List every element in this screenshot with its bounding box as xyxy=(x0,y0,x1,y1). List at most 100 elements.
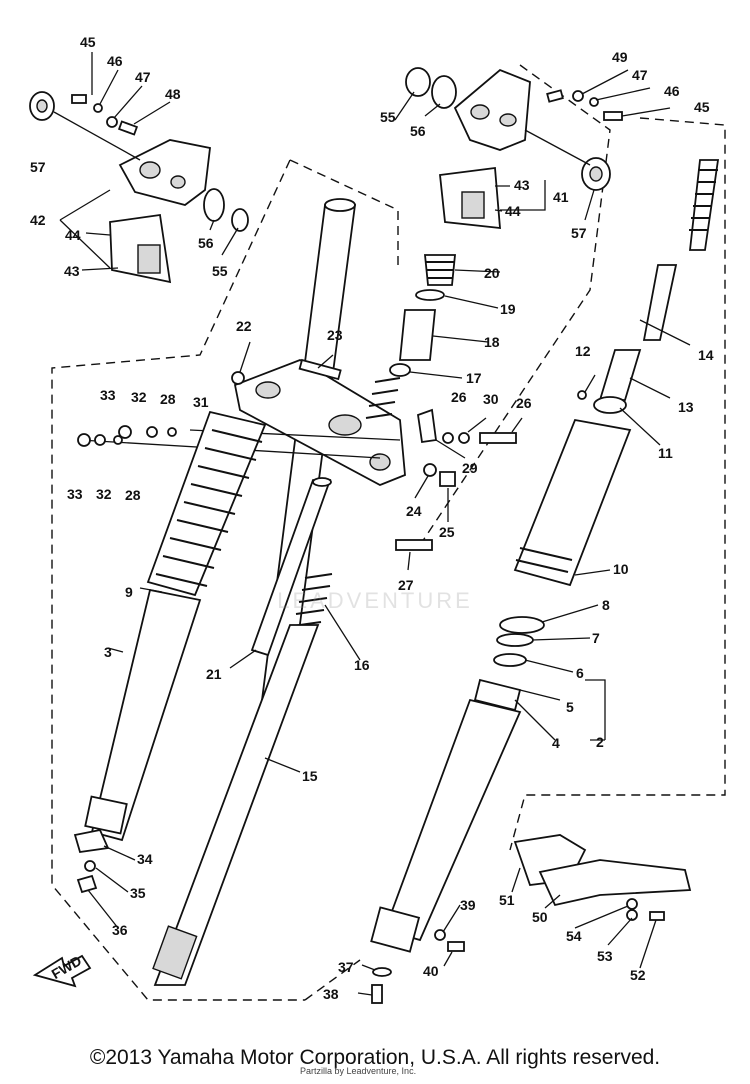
bolt-52 xyxy=(649,911,665,921)
callout-49: 49 xyxy=(612,49,628,65)
callout-39: 39 xyxy=(460,897,476,913)
bolt-45-left xyxy=(71,94,87,104)
bolt-49 xyxy=(546,89,564,103)
callout-55: 55 xyxy=(212,263,228,279)
callout-46: 46 xyxy=(107,53,123,69)
bolt-30 xyxy=(479,432,517,444)
callout-53: 53 xyxy=(597,948,613,964)
callout-57: 57 xyxy=(30,159,46,175)
callout-22: 22 xyxy=(236,318,252,334)
callout-43: 43 xyxy=(514,177,530,193)
callout-44: 44 xyxy=(65,227,81,243)
callout-56: 56 xyxy=(198,235,214,251)
callout-51: 51 xyxy=(499,892,515,908)
axle-holder-group xyxy=(371,834,692,1004)
left-handlebar-holder-group xyxy=(29,91,249,284)
callout-3: 3 xyxy=(104,644,112,660)
upper-bracket-left xyxy=(118,139,211,206)
callout-47: 47 xyxy=(632,67,648,83)
callout-10: 10 xyxy=(613,561,629,577)
callout-9: 9 xyxy=(125,584,133,600)
o-ring-19 xyxy=(415,289,445,301)
fwd-arrow: FWD xyxy=(32,952,92,988)
callout-13: 13 xyxy=(678,399,694,415)
damper-56-right xyxy=(431,75,457,109)
callout-57: 57 xyxy=(571,225,587,241)
washer-53 xyxy=(626,909,638,921)
clamp-29 xyxy=(417,408,438,444)
callout-35: 35 xyxy=(130,885,146,901)
callout-23: 23 xyxy=(327,327,343,343)
spring-16 xyxy=(292,573,333,627)
callout-17: 17 xyxy=(466,370,482,386)
under-bracket xyxy=(79,359,406,486)
callout-45: 45 xyxy=(80,34,96,50)
callout-42: 42 xyxy=(30,212,46,228)
washer-24 xyxy=(423,463,437,477)
nut-55-right xyxy=(405,67,431,97)
callout-6: 6 xyxy=(576,665,584,681)
callout-labels: 45 46 47 48 57 42 44 43 56 55 55 56 49 4… xyxy=(30,34,714,1002)
callout-44: 44 xyxy=(505,203,521,219)
callout-25: 25 xyxy=(439,524,455,540)
watermark: LEADVENTURE xyxy=(277,588,473,613)
upper-bracket-right xyxy=(453,68,531,151)
fork-boot-right xyxy=(513,418,632,587)
callout-28: 28 xyxy=(160,391,176,407)
center-internal-parts xyxy=(77,254,517,986)
callout-55: 55 xyxy=(380,109,396,125)
callout-8: 8 xyxy=(602,597,610,613)
callout-26: 26 xyxy=(451,389,467,405)
callout-48: 48 xyxy=(165,86,181,102)
callout-37: 37 xyxy=(338,959,354,975)
nut-36 xyxy=(76,874,98,894)
bolt-45-right xyxy=(603,111,623,121)
front-fork-exploded-diagram: FWD 45 46 47 48 57 42 44 43 56 55 55 56 … xyxy=(29,34,726,1004)
callout-15: 15 xyxy=(302,768,318,784)
seal-7 xyxy=(496,633,534,647)
washer-47-right xyxy=(572,90,584,102)
washer-39 xyxy=(434,929,446,941)
washer-17 xyxy=(389,363,411,377)
spacer-13 xyxy=(598,349,642,401)
callout-5: 5 xyxy=(566,699,574,715)
washer-46-left xyxy=(93,103,103,113)
bolt-48 xyxy=(117,120,139,136)
callout-32: 32 xyxy=(96,486,112,502)
clip-8 xyxy=(499,616,545,634)
spacer-18 xyxy=(399,309,436,361)
rod-14 xyxy=(642,264,678,341)
washer-6 xyxy=(493,653,527,667)
callout-16: 16 xyxy=(354,657,370,673)
callout-7: 7 xyxy=(592,630,600,646)
copyright-notice: ©2013 Yamaha Motor Corporation, U.S.A. A… xyxy=(89,1046,661,1069)
callout-36: 36 xyxy=(112,922,128,938)
tiny-credit: Partzilla by Leadventure, Inc. xyxy=(300,1066,417,1076)
washer-54 xyxy=(626,898,638,910)
callout-30: 30 xyxy=(483,391,499,407)
callout-19: 19 xyxy=(500,301,516,317)
fork-boot-left xyxy=(146,410,267,597)
washer-37 xyxy=(372,967,392,977)
callout-47: 47 xyxy=(135,69,151,85)
callout-20: 20 xyxy=(484,265,500,281)
inner-tube-15 xyxy=(153,624,320,986)
callout-34: 34 xyxy=(137,851,153,867)
seal-11 xyxy=(593,396,627,414)
bolt-40 xyxy=(447,941,465,952)
callout-33: 33 xyxy=(100,387,116,403)
callout-27: 27 xyxy=(398,577,414,593)
callout-33: 33 xyxy=(67,486,83,502)
right-handlebar-holder-group xyxy=(405,67,623,230)
callout-43: 43 xyxy=(64,263,80,279)
callout-56: 56 xyxy=(410,123,426,139)
callout-26: 26 xyxy=(516,395,532,411)
callout-41: 41 xyxy=(553,189,569,205)
callout-4: 4 xyxy=(552,735,560,751)
bushing-22 xyxy=(231,371,245,385)
outer-tube-left xyxy=(90,588,202,842)
callout-31: 31 xyxy=(193,394,209,410)
callout-50: 50 xyxy=(532,909,548,925)
callout-21: 21 xyxy=(206,666,222,682)
assembly-boundary xyxy=(51,64,726,1001)
